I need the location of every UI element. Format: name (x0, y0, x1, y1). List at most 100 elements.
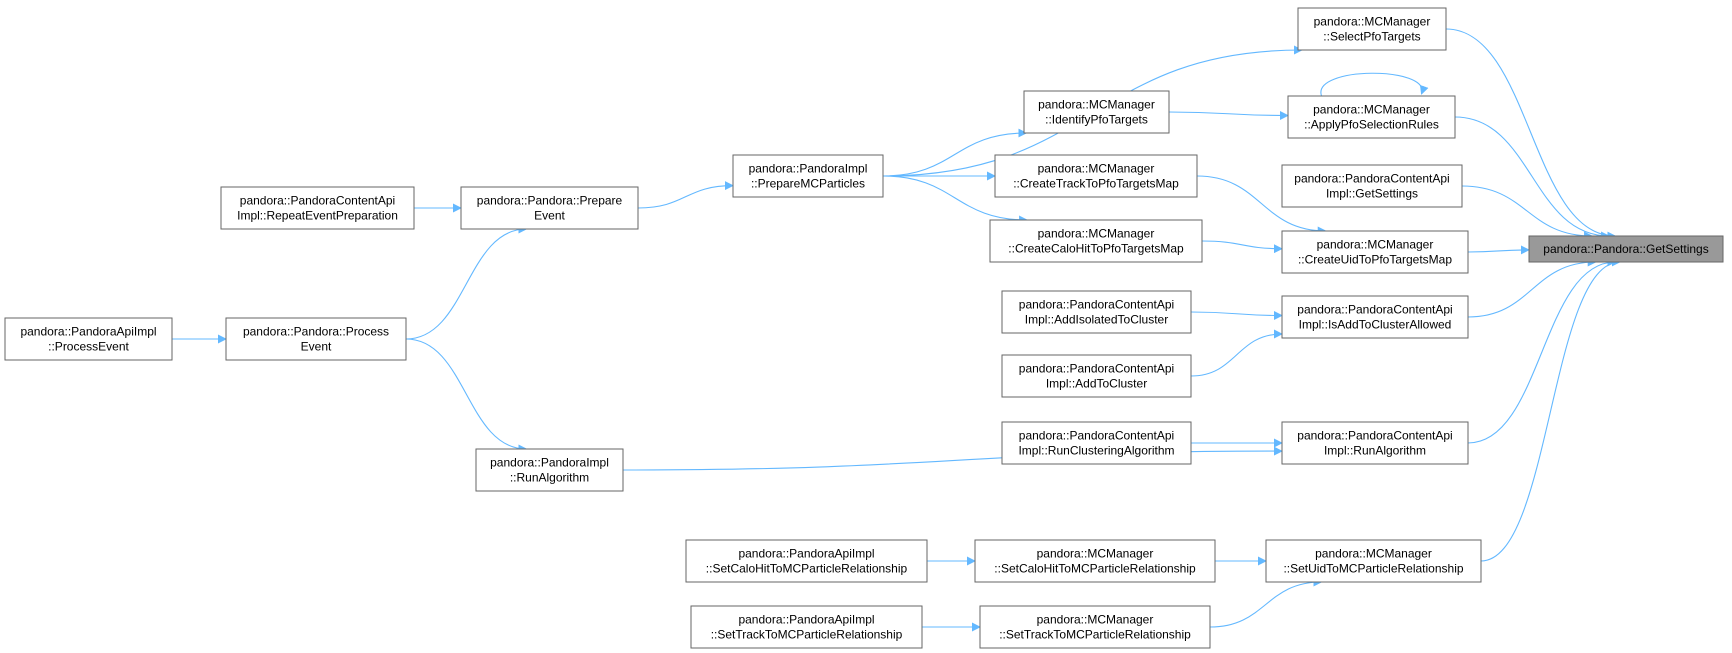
edge-setUidRel-to-getsettings (1480, 257, 1621, 562)
node-label-line: Impl::IsAddToClusterAllowed (1299, 318, 1452, 332)
edge-processEvent-to-prepareEvent (405, 224, 528, 340)
node-label-line: ::SelectPfoTargets (1323, 30, 1420, 44)
node-box (974, 539, 1216, 583)
node-apiProcess[interactable]: pandora::PandoraApiImpl::ProcessEvent (4, 317, 173, 361)
node-box (1281, 295, 1469, 339)
edge-createTrack-to-createUid (1196, 175, 1327, 236)
node-selectpfo[interactable]: pandora::MCManager::SelectPfoTargets (1297, 7, 1447, 51)
edge-prepareMC-to-identify (882, 128, 1028, 177)
edge-createCalo-to-createUid (1201, 240, 1283, 254)
node-label-line: ::SetTrackToMCParticleRelationship (711, 628, 903, 642)
node-box (1001, 290, 1192, 334)
edge-prepareMC-to-createCalo (882, 175, 1029, 225)
edge-addToCluster-to-isAdd (1190, 329, 1283, 377)
node-label-line: pandora::MCManager (1037, 547, 1154, 561)
node-box (1528, 235, 1724, 263)
edge-applypfo-to-getsettings (1454, 116, 1611, 241)
node-label-line: pandora::Pandora::Prepare (477, 194, 623, 208)
node-label-line: pandora::MCManager (1315, 547, 1432, 561)
node-label-line: pandora::MCManager (1317, 238, 1434, 252)
node-box (732, 154, 884, 198)
edge-pcaGetSettings-to-getsettings (1461, 185, 1594, 241)
node-box (1287, 95, 1456, 139)
node-label-line: ::PrepareMCParticles (751, 177, 865, 191)
node-label-line: ::ProcessEvent (48, 340, 129, 354)
node-identify[interactable]: pandora::MCManager::IdentifyPfoTargets (1023, 90, 1170, 134)
node-label-line: Event (534, 209, 565, 223)
node-label-line: ::CreateUidToPfoTargetsMap (1298, 253, 1452, 267)
node-label-line: ::RunAlgorithm (510, 471, 589, 485)
node-isAdd[interactable]: pandora::PandoraContentApiImpl::IsAddToC… (1281, 295, 1469, 339)
node-applypfo[interactable]: pandora::MCManager::ApplyPfoSelectionRul… (1287, 95, 1456, 139)
node-label-line: pandora::MCManager (1038, 162, 1155, 176)
edge-processEvent-to-implRunAlg (405, 338, 528, 454)
edge-selectpfo-to-getsettings (1445, 28, 1617, 241)
edge-addIsolated-to-isAdd (1190, 310, 1283, 320)
node-label-line: Impl::RunClusteringAlgorithm (1018, 444, 1174, 458)
node-label-line: pandora::MCManager (1314, 15, 1431, 29)
node-label-line: ::CreateTrackToPfoTargetsMap (1013, 177, 1179, 191)
node-box (1001, 354, 1192, 398)
edge-createUid-to-getsettings (1467, 245, 1530, 255)
node-processEvent[interactable]: pandora::Pandora::ProcessEvent (225, 317, 407, 361)
node-mcSetTrack[interactable]: pandora::MCManager::SetTrackToMCParticle… (979, 605, 1211, 649)
node-label-line: pandora::PandoraContentApi (1019, 298, 1174, 312)
node-label-line: pandora::Pandora::GetSettings (1543, 242, 1708, 256)
edge-applypfo-to-applypfo (1320, 72, 1429, 97)
node-createTrack[interactable]: pandora::MCManager::CreateTrackToPfoTarg… (994, 154, 1198, 198)
node-box (1297, 7, 1447, 51)
node-mcSetCalo[interactable]: pandora::MCManager::SetCaloHitToMCPartic… (974, 539, 1216, 583)
node-box (685, 539, 928, 583)
edge-identify-to-applypfo (1168, 110, 1289, 120)
node-label-line: pandora::PandoraContentApi (1019, 362, 1174, 376)
node-label-line: pandora::MCManager (1038, 98, 1155, 112)
node-implRunAlg[interactable]: pandora::PandoraImpl::RunAlgorithm (475, 448, 624, 492)
edge-mcSetTrack-to-setUidRel (1209, 577, 1323, 628)
node-getsettings[interactable]: pandora::Pandora::GetSettings (1528, 235, 1724, 263)
node-label-line: ::SetTrackToMCParticleRelationship (999, 628, 1191, 642)
node-box (1265, 539, 1482, 583)
node-box (460, 186, 639, 230)
node-label-line: pandora::PandoraApiImpl (738, 547, 874, 561)
node-prepareMC[interactable]: pandora::PandoraImpl::PrepareMCParticles (732, 154, 884, 198)
node-label-line: pandora::MCManager (1038, 227, 1155, 241)
edge-isAdd-to-getsettings (1467, 257, 1597, 318)
node-addIsolated[interactable]: pandora::PandoraContentApiImpl::AddIsola… (1001, 290, 1192, 334)
node-label-line: ::IdentifyPfoTargets (1045, 113, 1148, 127)
node-box (4, 317, 173, 361)
nodes-layer: pandora::Pandora::GetSettingspandora::MC… (4, 7, 1724, 649)
node-pcaRunAlg[interactable]: pandora::PandoraContentApiImpl::RunAlgor… (1281, 421, 1469, 465)
node-repeatEvent[interactable]: pandora::PandoraContentApiImpl::RepeatEv… (220, 186, 415, 230)
node-label-line: Impl::RunAlgorithm (1324, 444, 1426, 458)
edge-pcaRunAlg-to-getsettings (1467, 257, 1617, 444)
node-box (994, 154, 1198, 198)
node-apiSetTrack[interactable]: pandora::PandoraApiImpl::SetTrackToMCPar… (690, 605, 923, 649)
node-label-line: Impl::GetSettings (1326, 187, 1418, 201)
node-box (1281, 164, 1463, 208)
node-label-line: pandora::PandoraApiImpl (738, 613, 874, 627)
node-createCalo[interactable]: pandora::MCManager::CreateCaloHitToPfoTa… (989, 219, 1203, 263)
node-addToCluster[interactable]: pandora::PandoraContentApiImpl::AddToClu… (1001, 354, 1192, 398)
node-runClustering[interactable]: pandora::PandoraContentApiImpl::RunClust… (1001, 421, 1192, 465)
node-box (1023, 90, 1170, 134)
node-setUidRel[interactable]: pandora::MCManager::SetUidToMCParticleRe… (1265, 539, 1482, 583)
node-label-line: pandora::MCManager (1313, 103, 1430, 117)
node-box (1281, 230, 1469, 274)
node-createUid[interactable]: pandora::MCManager::CreateUidToPfoTarget… (1281, 230, 1469, 274)
node-apiSetCalo[interactable]: pandora::PandoraApiImpl::SetCaloHitToMCP… (685, 539, 928, 583)
node-label-line: Impl::AddIsolatedToCluster (1025, 313, 1168, 327)
node-label-line: pandora::PandoraApiImpl (20, 325, 156, 339)
node-label-line: pandora::PandoraContentApi (1019, 429, 1174, 443)
node-label-line: pandora::PandoraContentApi (240, 194, 395, 208)
node-label-line: pandora::PandoraImpl (490, 456, 609, 470)
node-label-line: pandora::PandoraContentApi (1297, 303, 1452, 317)
node-label-line: ::CreateCaloHitToPfoTargetsMap (1008, 242, 1184, 256)
node-box (225, 317, 407, 361)
node-label-line: pandora::Pandora::Process (243, 325, 389, 339)
node-label-line: ::SetCaloHitToMCParticleRelationship (994, 562, 1196, 576)
node-box (475, 448, 624, 492)
node-box (690, 605, 923, 649)
node-label-line: Event (301, 340, 332, 354)
node-pcaGetSettings[interactable]: pandora::PandoraContentApiImpl::GetSetti… (1281, 164, 1463, 208)
